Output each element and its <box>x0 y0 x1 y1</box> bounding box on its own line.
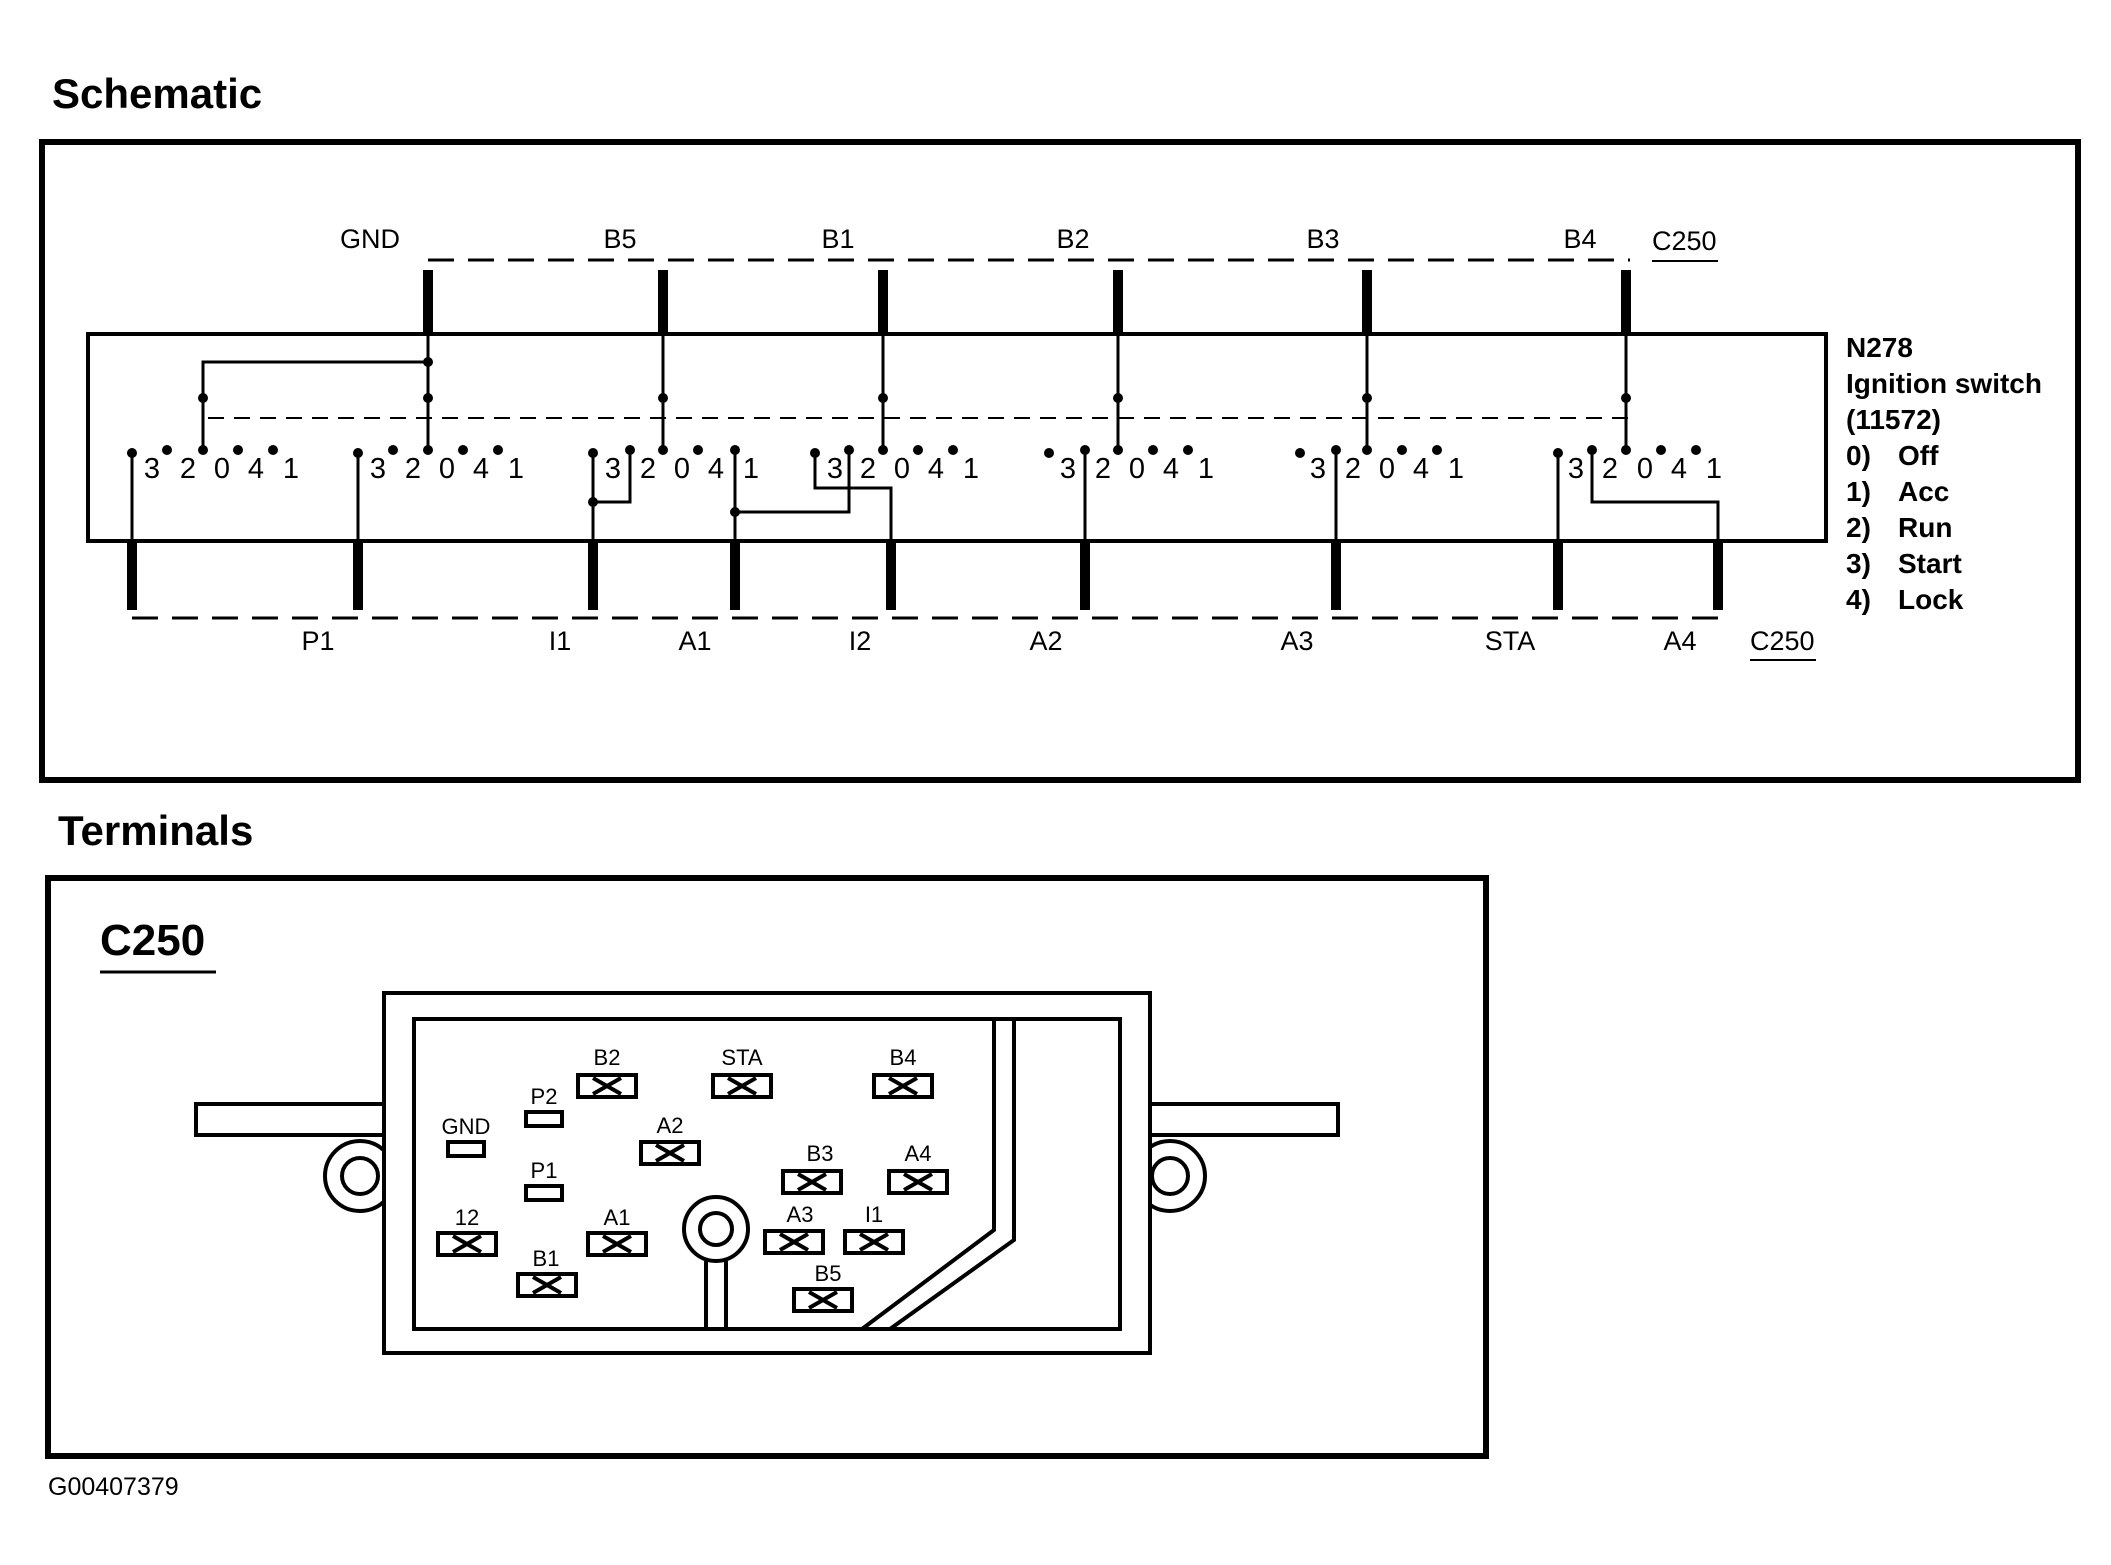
legend-part: (11572) <box>1846 404 1941 435</box>
svg-text:4: 4 <box>708 453 724 485</box>
legend-label: Run <box>1898 512 1952 543</box>
pin-label-p1: P1 <box>301 626 334 656</box>
svg-text:0: 0 <box>1379 453 1395 485</box>
pin-label-b5: B5 <box>603 224 636 254</box>
top-pins <box>423 270 1631 334</box>
bottom-connector-label: C250 <box>1750 626 1815 656</box>
svg-text:1: 1 <box>1448 453 1464 485</box>
svg-text:B3: B3 <box>807 1141 834 1166</box>
svg-text:2: 2 <box>860 453 876 485</box>
svg-text:A4: A4 <box>905 1141 932 1166</box>
svg-text:0: 0 <box>439 453 455 485</box>
svg-text:STA: STA <box>721 1045 762 1070</box>
svg-text:4: 4 <box>473 453 489 485</box>
legend-num: 1) <box>1846 476 1871 507</box>
figure-id: G00407379 <box>48 1473 179 1501</box>
schematic-frame <box>39 139 2081 783</box>
svg-text:1: 1 <box>743 453 759 485</box>
switch-contact-dots <box>127 445 1701 458</box>
pin-label-gnd: GND <box>340 224 400 254</box>
legend-num: 4) <box>1846 584 1871 615</box>
pin-label-a2: A2 <box>1029 626 1062 656</box>
legend-num: 2) <box>1846 512 1871 543</box>
svg-text:0: 0 <box>214 453 230 485</box>
svg-text:I1: I1 <box>865 1202 883 1227</box>
connector-title: C250 <box>100 916 205 965</box>
ignition-switch-legend: N278 Ignition switch (11572) 0) Off 1) A… <box>1846 332 2042 615</box>
svg-text:4: 4 <box>1413 453 1429 485</box>
svg-text:3: 3 <box>144 453 160 485</box>
pin-label-sta: STA <box>1485 626 1536 656</box>
svg-text:A2: A2 <box>657 1113 684 1138</box>
pin-label-b2: B2 <box>1056 224 1089 254</box>
top-connector-label: C250 <box>1652 226 1717 256</box>
pin-label-b1: B1 <box>821 224 854 254</box>
svg-text:1: 1 <box>1198 453 1214 485</box>
svg-text:4: 4 <box>1671 453 1687 485</box>
svg-text:B2: B2 <box>594 1045 621 1070</box>
pin-label-a4: A4 <box>1663 626 1696 656</box>
terminals-heading: Terminals <box>58 807 253 854</box>
svg-text:3: 3 <box>370 453 386 485</box>
svg-text:1: 1 <box>283 453 299 485</box>
svg-text:GND: GND <box>442 1114 491 1139</box>
connector-c250-drawing <box>194 991 1340 1355</box>
svg-text:4: 4 <box>248 453 264 485</box>
svg-text:P1: P1 <box>531 1158 558 1183</box>
legend-label: Off <box>1898 440 1939 471</box>
svg-text:B4: B4 <box>890 1045 917 1070</box>
legend-label: Start <box>1898 548 1962 579</box>
svg-text:2: 2 <box>180 453 196 485</box>
svg-text:P2: P2 <box>531 1084 558 1109</box>
svg-text:0: 0 <box>894 453 910 485</box>
svg-text:2: 2 <box>640 453 656 485</box>
svg-text:3: 3 <box>1310 453 1326 485</box>
pin-label-a1: A1 <box>678 626 711 656</box>
pin-label-i2: I2 <box>849 626 872 656</box>
pin-label-a3: A3 <box>1280 626 1313 656</box>
svg-text:2: 2 <box>1345 453 1361 485</box>
svg-text:0: 0 <box>1637 453 1653 485</box>
svg-text:A3: A3 <box>787 1202 814 1227</box>
legend-code: N278 <box>1846 332 1913 363</box>
svg-text:4: 4 <box>1163 453 1179 485</box>
legend-num: 0) <box>1846 440 1871 471</box>
pin-label-b4: B4 <box>1563 224 1596 254</box>
svg-text:A1: A1 <box>604 1205 631 1230</box>
svg-text:1: 1 <box>963 453 979 485</box>
legend-num: 3) <box>1846 548 1871 579</box>
bottom-pins <box>127 541 1723 610</box>
svg-text:3: 3 <box>605 453 621 485</box>
legend-label: Acc <box>1898 476 1949 507</box>
terminals-frame <box>45 875 1489 1459</box>
ignition-switch-body <box>86 332 1828 543</box>
svg-text:2: 2 <box>1602 453 1618 485</box>
legend-name: Ignition switch <box>1846 368 2042 399</box>
pin-label-i1: I1 <box>549 626 572 656</box>
svg-text:2: 2 <box>1095 453 1111 485</box>
schematic-heading: Schematic <box>52 70 262 117</box>
svg-text:2: 2 <box>405 453 421 485</box>
svg-text:B5: B5 <box>815 1261 842 1286</box>
pin-label-b3: B3 <box>1306 224 1339 254</box>
legend-label: Lock <box>1898 584 1964 615</box>
svg-text:4: 4 <box>928 453 944 485</box>
svg-text:3: 3 <box>1060 453 1076 485</box>
switch-position-numerals: 3 2 0 4 1 3 2 0 4 1 3 2 0 4 1 3 2 0 4 1 … <box>144 453 1722 485</box>
svg-text:12: 12 <box>455 1205 479 1230</box>
svg-text:B1: B1 <box>533 1246 560 1271</box>
svg-text:3: 3 <box>1568 453 1584 485</box>
svg-text:1: 1 <box>1706 453 1722 485</box>
svg-text:0: 0 <box>1129 453 1145 485</box>
svg-text:0: 0 <box>674 453 690 485</box>
connector-terminal-boxes <box>436 1073 949 1313</box>
junction-dots <box>198 357 1631 517</box>
connector-terminal-labels: B2 STA B4 P2 GND A2 B3 A4 P1 12 A1 A3 I1… <box>442 1045 932 1286</box>
connector-flat-terminals <box>446 1110 564 1202</box>
svg-text:1: 1 <box>508 453 524 485</box>
internal-wiring <box>130 334 1720 541</box>
svg-text:3: 3 <box>827 453 843 485</box>
